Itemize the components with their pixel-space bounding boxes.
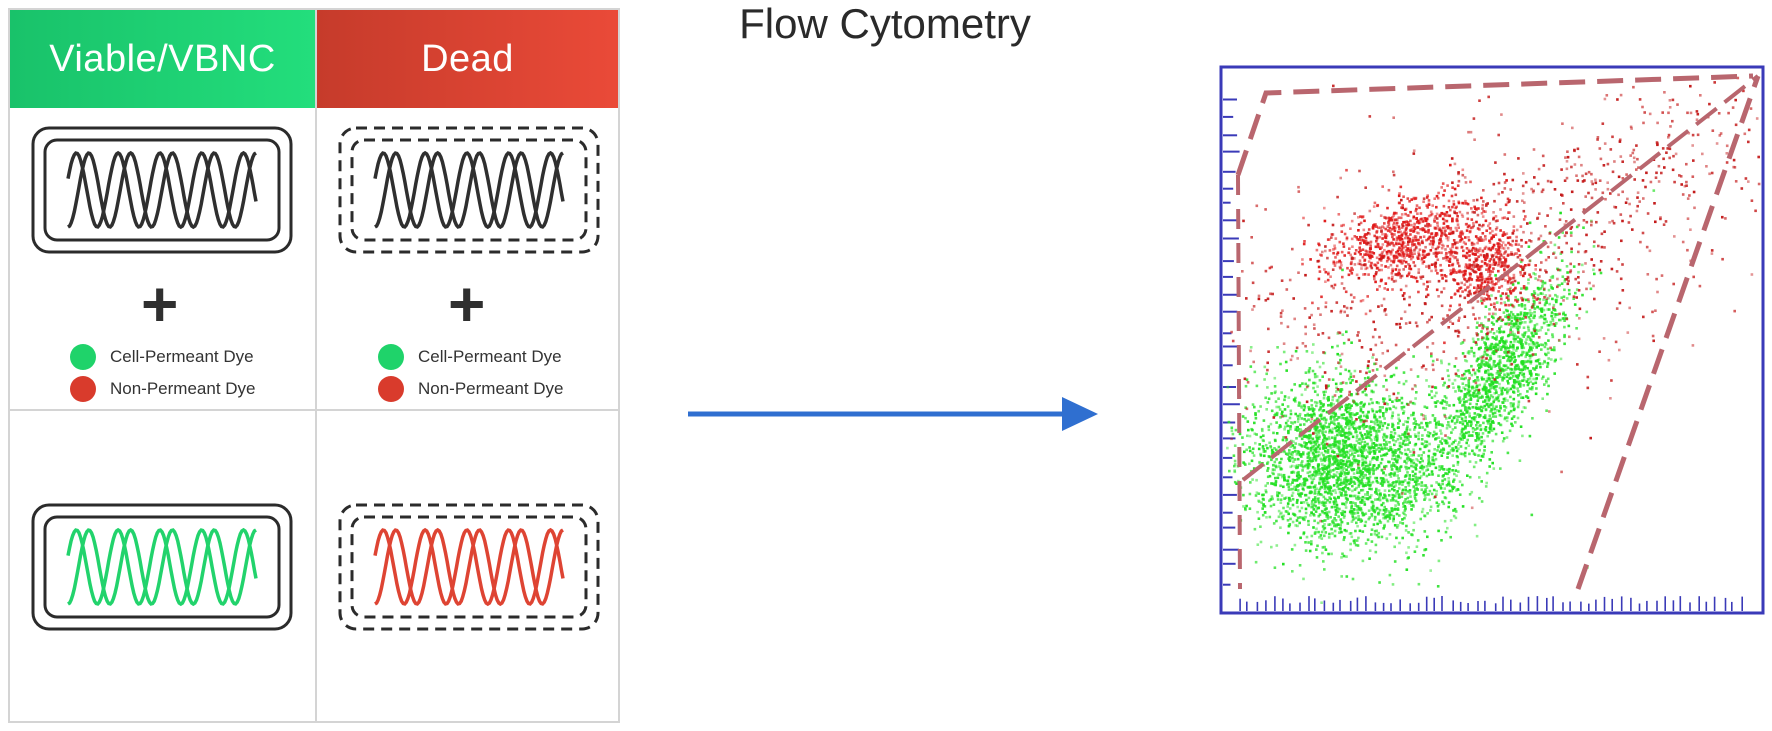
green-stained-cell-icon [31,503,293,631]
damaged-membrane-cell-icon [338,126,600,254]
column-divider [315,10,317,721]
header-viable: Viable/VBNC [10,10,315,108]
intact-membrane-cell-icon [31,126,293,254]
legend-label: Non-Permeant Dye [110,379,256,398]
legend-label: Non-Permeant Dye [418,379,564,398]
green-dye-dot-icon [378,344,404,370]
row-divider [10,409,618,411]
dna-helix-icon [66,527,258,607]
legend-item-cell-permeant: Cell-Permeant Dye [70,342,254,372]
helix-strand [67,527,257,607]
dna-helix-icon [66,150,258,230]
gates [1235,73,1761,590]
gate-upper [1235,73,1754,176]
arrow-right-icon [688,397,1098,431]
plot-frame [1219,65,1765,615]
gate-diagonal [1241,74,1760,482]
axis-ticks [1223,98,1744,611]
red-stained-cell-icon [338,503,600,631]
staining-table: Viable/VBNC Dead + Cell-Permeant Dye Non… [8,8,620,723]
helix-strand [374,150,564,230]
plus-sign: + [141,268,179,340]
gate-right [1575,75,1761,590]
gate-left [1236,174,1242,590]
legend-item-cell-permeant: Cell-Permeant Dye [378,342,562,372]
legend-item-non-permeant: Non-Permeant Dye [70,374,256,404]
red-dye-dot-icon [378,376,404,402]
helix-strand [373,150,565,230]
plus-sign: + [448,268,486,340]
legend-label: Cell-Permeant Dye [110,347,254,366]
legend-label: Cell-Permeant Dye [418,347,562,366]
red-dye-dot-icon [70,376,96,402]
dna-helix-icon [373,150,565,230]
helix-strand [66,527,258,607]
event-dots [1226,76,1761,604]
legend-item-non-permeant: Non-Permeant Dye [378,374,564,404]
helix-strand [66,150,258,230]
header-dead: Dead [317,10,618,108]
page-title: Flow Cytometry [739,0,1031,47]
helix-strand [374,527,564,607]
dna-helix-icon [373,527,565,607]
helix-strand [67,150,257,230]
flow-cytometry-dot-plot [1219,65,1765,615]
helix-strand [373,527,565,607]
green-dye-dot-icon [70,344,96,370]
